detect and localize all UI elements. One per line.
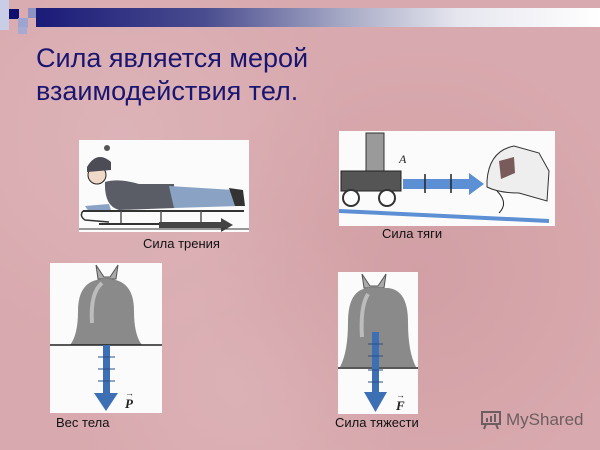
traction-illustration: A (339, 131, 555, 226)
caption-friction: Сила трения (143, 236, 220, 251)
point-a-label: A (398, 152, 407, 166)
svg-text:→: → (125, 388, 134, 398)
decor-square-low (18, 27, 27, 34)
decor-square-light (0, 0, 9, 30)
caption-weight: Вес тела (56, 415, 110, 430)
presentation-board-icon (481, 411, 501, 430)
decor-square-mid (18, 18, 28, 28)
svg-text:→: → (396, 390, 405, 400)
header-gradient-bar (36, 8, 600, 27)
title-line-1: Сила является мерой (36, 43, 309, 73)
friction-illustration (79, 140, 249, 232)
decor-square-mid-2 (28, 8, 38, 18)
slide-title: Сила является мерой взаимодействия тел. (36, 42, 308, 108)
watermark-logo[interactable]: MyShared (480, 410, 583, 430)
vector-f-label: F (395, 398, 405, 413)
watermark-text: MyShared (506, 410, 584, 429)
title-line-2: взаимодействия тел. (36, 76, 299, 106)
caption-traction: Сила тяги (382, 226, 443, 241)
gravity-illustration: F → (338, 272, 418, 414)
vector-p-label: P (125, 396, 134, 411)
caption-gravity: Сила тяжести (335, 415, 419, 430)
decor-square-dark (9, 9, 19, 19)
weight-illustration: P → (50, 263, 162, 413)
